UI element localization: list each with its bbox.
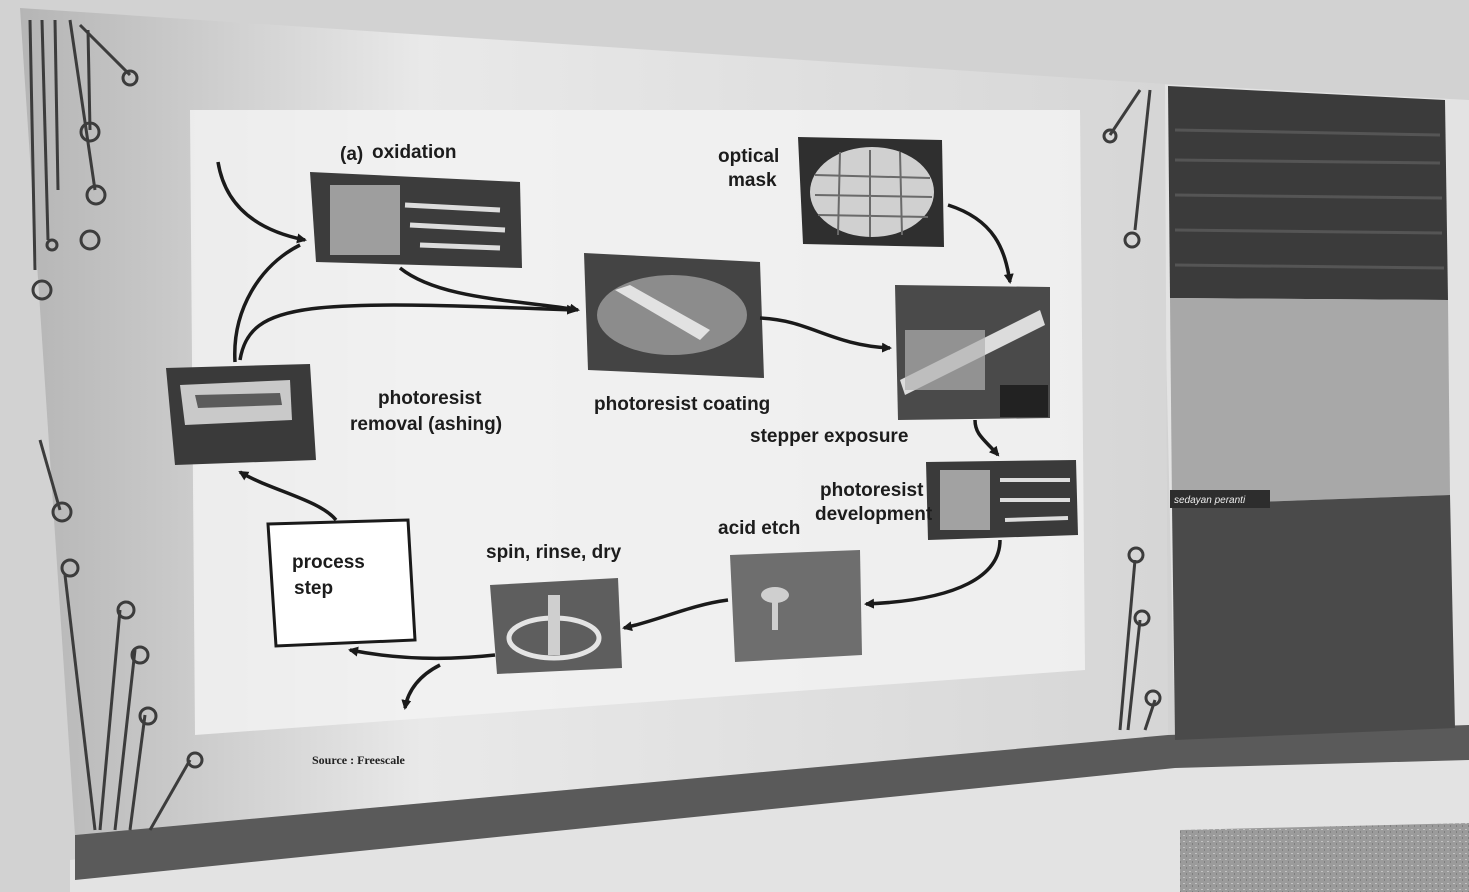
- optical-mask-image: [798, 137, 944, 247]
- spin-rinse-dry-image: [490, 578, 622, 674]
- side-panel: sedayan peranti: [1168, 86, 1455, 740]
- process-step-label-line1: process: [292, 552, 365, 573]
- side-panel-caption: sedayan peranti: [1174, 495, 1246, 506]
- oxidation-marker-label: (a): [340, 144, 363, 165]
- acid-etch-image: [730, 550, 862, 662]
- stepper-exposure-image: [895, 285, 1050, 420]
- source-credit: Source : Freescale: [312, 753, 406, 767]
- photoresist-coating-label: photoresist coating: [594, 394, 770, 415]
- photoresist-development-image: [926, 460, 1078, 540]
- photoresist-coating-image: [584, 253, 764, 378]
- optical-mask-label-line1: optical: [718, 146, 779, 167]
- spin-rinse-dry-label: spin, rinse, dry: [486, 542, 622, 563]
- stepper-exposure-label: stepper exposure: [750, 426, 908, 447]
- photoresist-removal-label-line2: removal (ashing): [350, 414, 502, 435]
- oxidation-image: [310, 172, 522, 268]
- photoresist-removal-image: [166, 364, 316, 465]
- photoresist-removal-label-line1: photoresist: [378, 388, 482, 409]
- optical-mask-label-line2: mask: [728, 170, 777, 191]
- photoresist-development-label-line1: photoresist: [820, 480, 924, 501]
- acid-etch-label: acid etch: [718, 518, 800, 539]
- process-step-label-line2: step: [294, 578, 333, 599]
- oxidation-label: oxidation: [372, 142, 456, 163]
- process-step-box: [268, 520, 415, 646]
- photoresist-development-label-line2: development: [815, 504, 933, 525]
